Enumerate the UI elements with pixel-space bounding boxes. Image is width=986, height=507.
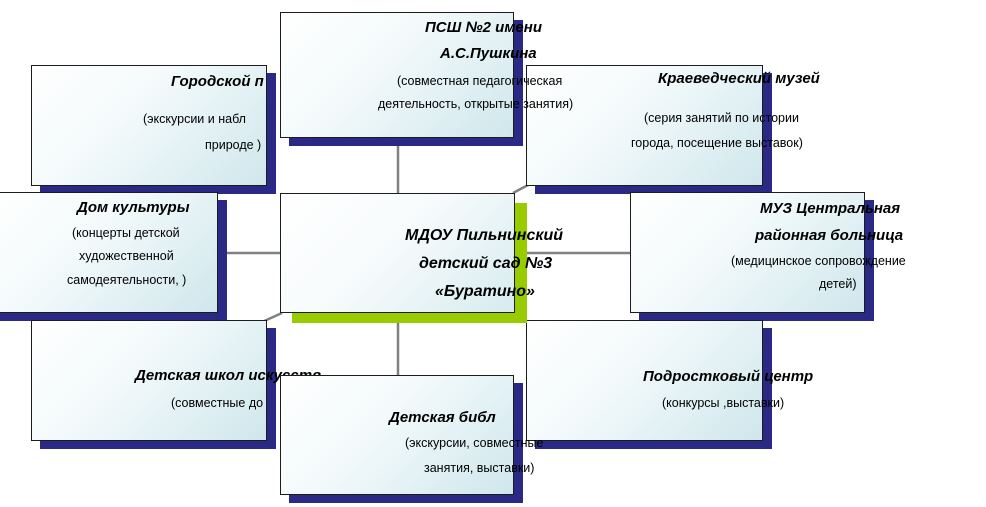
partner-culture-house-desc-3: самодеятельности, ) (67, 273, 187, 287)
partner-hospital-box: МУЗ Центральная районная больница (медиц… (630, 192, 906, 313)
partner-art-school-desc-1: (совместные до (171, 396, 264, 410)
partner-hospital-title-1: МУЗ Центральная (760, 200, 901, 217)
partner-city-park-desc-2: природе ) (205, 138, 262, 152)
partner-teen-center-title: Подростковый центр (643, 368, 814, 385)
partner-school-title-1: ПСШ №2 имени (425, 19, 542, 36)
partner-library-desc-2: занятия, выставки) (424, 461, 535, 475)
partner-teen-center-box: Подростковый центр (конкурсы ,выставки) (526, 320, 813, 441)
partner-teen-center-desc-1: (конкурсы ,выставки) (662, 396, 785, 410)
partner-art-school-title: Детская школ искусств (135, 367, 322, 384)
center-kindergarten-box: МДОУ Пильнинский детский сад №3 «Буратин… (280, 193, 563, 313)
center-title-line-1: МДОУ Пильнинский (405, 227, 563, 244)
center-title-line-3: «Буратино» (435, 283, 535, 300)
partner-culture-house-box: Дом культуры (концерты детской художеств… (0, 192, 218, 313)
partner-hospital-desc-1: (медицинское сопровождение (731, 254, 906, 268)
partner-school-desc-2: деятельность, открытые занятия) (378, 97, 574, 111)
partner-culture-house-desc-2: художественной (79, 249, 174, 263)
partner-school-desc-1: (совместная педагогическая (397, 74, 563, 88)
partner-art-school-box: Детская школ искусств (совместные до (31, 320, 321, 441)
partner-museum-title: Краеведческий музей (658, 70, 820, 87)
partner-hospital-desc-2: детей) (819, 277, 857, 291)
partner-library-title: Детская библ (389, 409, 496, 426)
partner-hospital-title-2: районная больница (755, 227, 904, 244)
partner-library-box: Детская библ (экскурсии, совместные заня… (280, 375, 543, 495)
partner-museum-desc-2: города, посещение выставок) (631, 136, 803, 150)
partner-city-park-box: Городской п (экскурсии и набл природе ) (31, 65, 267, 186)
partner-city-park-title: Городской п (171, 73, 264, 90)
partner-school-box: ПСШ №2 имени А.С.Пушкина (совместная пед… (280, 12, 573, 138)
partner-museum-desc-1: (серия занятий по истории (644, 111, 799, 125)
partner-culture-house-desc-1: (концерты детской (72, 226, 180, 240)
partner-city-park-desc-1: (экскурсии и набл (143, 112, 246, 126)
partner-library-desc-1: (экскурсии, совместные (405, 436, 544, 450)
center-title-line-2: детский сад №3 (419, 255, 553, 272)
partner-culture-house-title: Дом культуры (77, 199, 190, 216)
partner-school-title-2: А.С.Пушкина (440, 45, 537, 62)
partner-museum-box: Краеведческий музей (серия занятий по ис… (526, 65, 820, 186)
